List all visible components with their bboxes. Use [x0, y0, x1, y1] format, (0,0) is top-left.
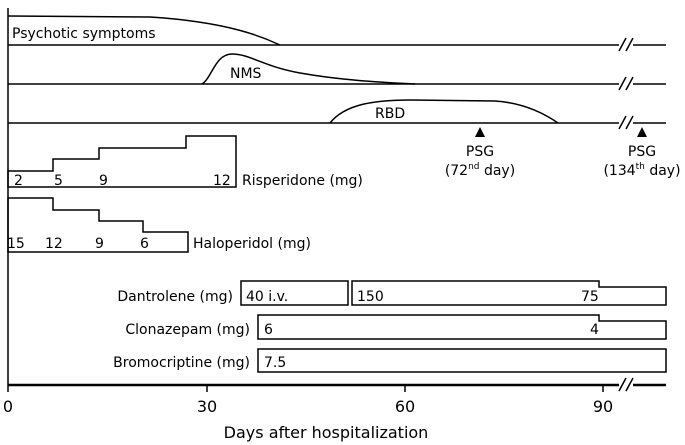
psg-marker-1: PSG (72nd day): [445, 127, 515, 179]
bromocriptine-dose-1: 7.5: [264, 355, 286, 371]
psychotic-symptoms-label: Psychotic symptoms: [12, 26, 156, 42]
nms-row: NMS: [8, 53, 666, 85]
risperidone-label: Risperidone (mg): [242, 173, 363, 189]
bromocriptine-row: Bromocriptine (mg) 7.5: [113, 348, 667, 373]
risperidone-dose-1: 2: [14, 173, 23, 189]
haloperidol-staircase: [7, 197, 189, 253]
rbd-label: RBD: [375, 106, 405, 122]
haloperidol-label: Haloperidol (mg): [193, 236, 311, 252]
dantrolene-row: Dantrolene (mg) 40 i.v. 150 75: [117, 280, 667, 306]
dantrolene-label: Dantrolene (mg): [117, 289, 233, 305]
nms-label: NMS: [230, 66, 262, 82]
haloperidol-dose-2: 12: [45, 236, 63, 252]
psg-label-1: PSG: [466, 144, 494, 160]
haloperidol-dose-3: 9: [95, 236, 104, 252]
psg-triangle-icon: [475, 127, 485, 137]
risperidone-dose-4: 12: [213, 173, 231, 189]
clonazepam-row: Clonazepam (mg) 6 4: [125, 314, 667, 340]
psg-day-2: (134th day): [603, 162, 680, 179]
x-tick-label-0: 0: [3, 397, 13, 416]
x-axis: 0 30 60 90 Days after hospitalization: [3, 383, 666, 442]
psg-triangle-icon: [637, 127, 647, 137]
bromocriptine-label: Bromocriptine (mg): [113, 355, 250, 371]
clonazepam-dose-1: 6: [264, 322, 273, 338]
x-tick-label-60: 60: [395, 397, 415, 416]
haloperidol-row: 15 12 9 6 Haloperidol (mg): [7, 197, 311, 253]
risperidone-dose-2: 5: [54, 173, 63, 189]
dantrolene-oral-box: [351, 280, 667, 306]
rbd-row: RBD: [8, 99, 666, 124]
clonazepam-dose-2: 4: [590, 322, 599, 338]
nms-curve: [201, 53, 416, 85]
psg-day-1: (72nd day): [445, 162, 515, 179]
clonazepam-label: Clonazepam (mg): [125, 322, 250, 338]
psg-marker-2: PSG (134th day): [603, 127, 681, 179]
bromocriptine-box: [257, 348, 667, 373]
axis-break-marks: [618, 30, 634, 392]
risperidone-staircase: [7, 135, 237, 188]
risperidone-dose-3: 9: [99, 173, 108, 189]
dantrolene-iv-box: [240, 280, 349, 306]
dantrolene-dose-1: 40 i.v.: [246, 289, 288, 305]
x-tick-label-90: 90: [593, 397, 613, 416]
risperidone-row: 2 5 9 12 Risperidone (mg): [7, 135, 363, 189]
dantrolene-dose-2: 150: [357, 289, 384, 305]
psychotic-symptoms-row: Psychotic symptoms: [7, 15, 666, 46]
haloperidol-dose-4: 6: [140, 236, 149, 252]
clonazepam-box: [257, 314, 667, 340]
haloperidol-dose-1: 15: [7, 236, 25, 252]
dantrolene-dose-3: 75: [581, 289, 599, 305]
psg-label-2: PSG: [628, 144, 656, 160]
x-axis-title: Days after hospitalization: [224, 423, 429, 442]
break-gap: [619, 30, 633, 390]
psychotic-symptoms-curve: [7, 15, 281, 46]
rbd-curve: [329, 99, 559, 124]
x-tick-label-30: 30: [197, 397, 217, 416]
